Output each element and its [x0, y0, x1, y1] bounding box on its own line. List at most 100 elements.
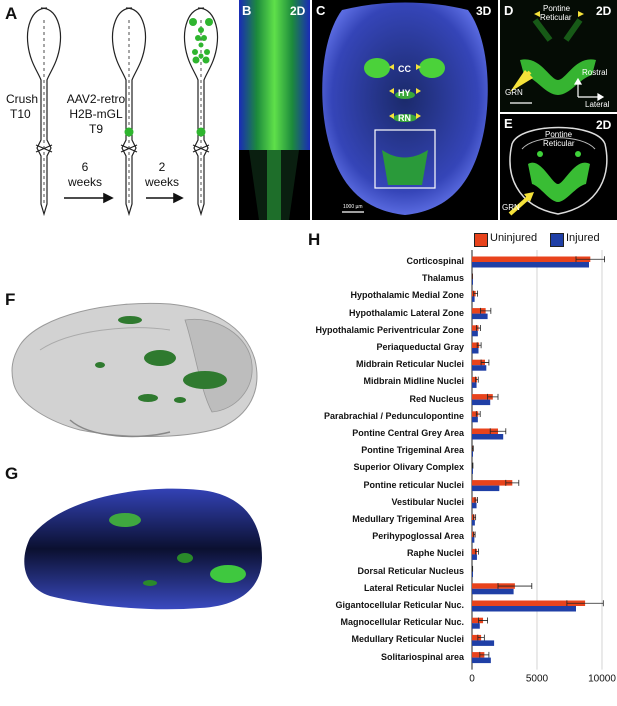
bar-injured: [472, 434, 504, 440]
bar-injured: [472, 330, 478, 337]
error-bar: [505, 479, 520, 486]
category-label: Thalamus: [421, 273, 464, 284]
category-label: Medullary Trigeminal Area: [352, 514, 464, 524]
micrograph-d: [500, 0, 617, 112]
error-bar: [473, 290, 478, 297]
category-label: Periaqueductal Gray: [376, 342, 464, 352]
panel-e-label: E: [504, 116, 513, 131]
panel-d-label: D: [504, 3, 514, 18]
error-bar: [480, 359, 490, 366]
error-bar: [497, 583, 533, 590]
injection-site: [124, 127, 134, 137]
error-bar: [475, 411, 481, 418]
interval2-unit: weeks: [144, 175, 179, 189]
bar-injured: [472, 313, 488, 320]
category-label: Pontine Trigeminal Area: [361, 445, 464, 456]
category-label: Hypothalamic Medial Zone: [350, 290, 464, 301]
e-pontine-label-1: Pontine: [545, 130, 573, 139]
panel-c-label: C: [316, 3, 326, 18]
d-lateral-label: Lateral: [585, 100, 610, 109]
x-tick-label: 10000: [588, 674, 616, 685]
error-bar: [473, 514, 477, 521]
bar-injured: [472, 640, 495, 646]
panel-g-label: G: [5, 464, 19, 483]
bar-uninjured: [472, 617, 484, 624]
virus-level-label: T9: [88, 122, 103, 136]
legend-swatch-injured: [550, 233, 564, 247]
bar-uninjured: [472, 497, 477, 503]
bar-uninjured: [472, 325, 479, 331]
error-bar: [575, 256, 605, 263]
bar-uninjured: [472, 652, 485, 658]
label-hy: HY: [398, 88, 411, 98]
bar-injured: [472, 537, 475, 543]
bar-injured: [472, 520, 475, 526]
bar-uninjured: [472, 308, 486, 314]
error-bar: [487, 393, 499, 400]
scale-bar-label: 1000 µm: [343, 204, 363, 210]
bar-injured: [472, 657, 491, 664]
bar-injured: [472, 623, 480, 629]
category-label: Pontine reticular Nuclei: [363, 479, 464, 490]
interval1-unit: weeks: [67, 175, 102, 189]
bar-injured: [472, 296, 475, 302]
bar-injured: [472, 502, 477, 509]
error-bar: [566, 600, 604, 607]
d-pontine-label-1: Pontine: [543, 4, 571, 13]
bar-uninjured: [472, 583, 515, 589]
bar-uninjured: [472, 548, 477, 555]
category-label: Dorsal Reticular Nucleus: [357, 565, 464, 576]
category-label: Red Nucleus: [409, 393, 464, 404]
bar-injured: [472, 382, 477, 388]
category-label: Hypothalamic Lateral Zone: [348, 307, 464, 318]
error-bar: [473, 531, 476, 538]
legend-swatch-uninjured: [474, 233, 488, 247]
bar-injured: [472, 571, 473, 578]
error-bar: [480, 307, 492, 314]
bar-injured: [472, 588, 514, 595]
d-pontine-label-2: Reticular: [540, 13, 572, 22]
bar-uninjured: [472, 342, 480, 348]
crush-level-label: T10: [10, 107, 31, 121]
virus-line2: H2B-mGL: [69, 107, 123, 121]
error-bar: [474, 497, 478, 504]
micrograph-c: [312, 0, 498, 220]
micrograph-e: [500, 114, 617, 220]
panel-b-2d-tag: 2D: [290, 4, 306, 18]
bar-uninjured: [472, 480, 513, 486]
category-label: Lateral Reticular Nuclei: [363, 582, 464, 593]
panel-d-2d-tag: 2D: [596, 4, 612, 18]
brain-3d-render-blue: [24, 488, 262, 610]
x-tick-label: 0: [469, 674, 475, 685]
interval1-number: 6: [81, 160, 89, 174]
bar-injured: [472, 348, 479, 354]
bar-injured: [472, 365, 487, 371]
category-label: Midbrain Reticular Nuclei: [355, 359, 464, 370]
category-label: Vestibular Nuclei: [391, 496, 464, 507]
category-label: Raphe Nuclei: [406, 548, 464, 559]
error-bar: [476, 342, 482, 349]
category-label: Superior Olivary Complex: [353, 462, 464, 473]
bar-uninjured: [472, 634, 482, 641]
bar-uninjured: [472, 394, 493, 400]
micrograph-b: [239, 0, 310, 220]
label-rn: RN: [398, 113, 411, 123]
d-grn-label: GRN: [505, 88, 523, 97]
spinal-cord-schematic: [26, 7, 219, 217]
bar-injured: [472, 262, 589, 268]
category-label: Pontine Central Grey Area: [352, 428, 464, 438]
bar-injured: [472, 451, 473, 457]
error-bar: [477, 634, 485, 641]
panel-h-label: H: [308, 230, 321, 249]
bar-injured: [472, 399, 491, 406]
legend-label-uninjured: Uninjured: [490, 232, 538, 244]
e-grn-label: GRN: [502, 203, 520, 212]
bar-injured: [472, 554, 477, 560]
bar-uninjured: [472, 376, 477, 383]
bar-uninjured: [472, 359, 485, 366]
bar-injured: [472, 279, 473, 285]
category-label: Parabrachial / Pedunculopontine: [323, 410, 464, 421]
interval2-number: 2: [158, 160, 166, 174]
